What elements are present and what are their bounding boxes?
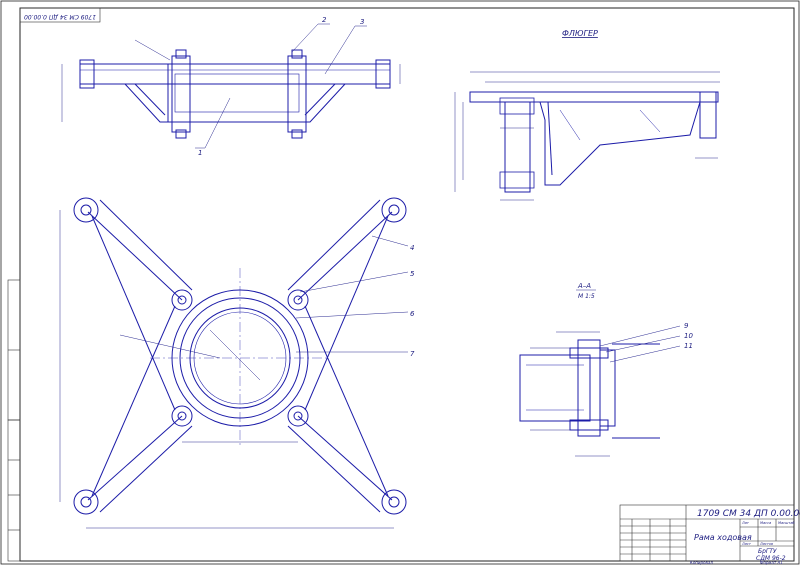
title-block	[619, 504, 795, 562]
top-view	[79, 49, 391, 139]
col-sheets: Листов	[759, 542, 773, 546]
doc-code: 1709 СМ 34 ДП 0.00.00	[697, 509, 800, 519]
left-stamp-column	[7, 279, 21, 562]
leaders-section	[599, 325, 681, 363]
callout-3: 3	[360, 18, 364, 26]
col-scale: Масштаб	[778, 521, 795, 525]
section-view	[519, 339, 660, 439]
callout-9: 9	[684, 322, 689, 330]
plan-view	[73, 197, 407, 515]
col-sheet: Лист	[741, 542, 752, 546]
side-view-dims	[454, 71, 720, 201]
callout-7: 7	[410, 350, 415, 358]
col-mass: Масса	[760, 521, 771, 525]
leaders-plan	[295, 235, 409, 353]
callout-1: 1	[198, 149, 202, 157]
plan-view-dims	[59, 210, 394, 529]
callout-11: 11	[684, 342, 693, 350]
section-scale: М 1:5	[578, 293, 595, 300]
section-dims	[530, 331, 610, 457]
callout-2: 2	[322, 16, 327, 24]
callout-6: 6	[410, 310, 415, 318]
mirrored-code-box: 1709 СМ 34 ДП 0.00.00	[19, 7, 101, 23]
callout-5: 5	[410, 270, 415, 278]
mirrored-code: 1709 СМ 34 ДП 0.00.00	[24, 13, 96, 20]
side-view-title: ФЛЮГЕР	[562, 29, 598, 38]
org-line-2: СДМ 96-2	[756, 555, 786, 562]
col-lit: Лит	[741, 521, 750, 525]
doc-name: Рама ходовая	[694, 533, 752, 542]
org-line-1: БрГТУ	[758, 548, 777, 555]
callout-4: 4	[410, 244, 414, 252]
side-view	[469, 91, 719, 193]
top-view-dims	[61, 39, 401, 122]
leaders-top	[195, 23, 367, 149]
format-label: Формат А1	[760, 560, 783, 565]
callout-10: 10	[684, 332, 693, 340]
copied-label: Копировал	[690, 560, 713, 565]
section-title: А–А	[577, 282, 591, 290]
